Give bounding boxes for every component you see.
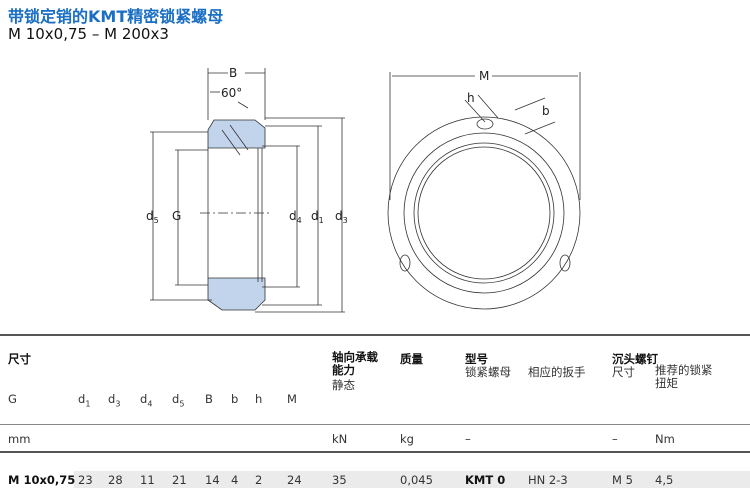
label-G: G	[172, 209, 181, 223]
label-angle: 60°	[221, 86, 242, 100]
cell-b: 4	[231, 473, 239, 487]
cell-nut: KMT 0	[465, 473, 506, 487]
col-B: B	[205, 392, 213, 406]
cell-M: 24	[287, 473, 302, 487]
label-d5: d5	[146, 209, 159, 225]
header-screw-size: 尺寸	[612, 365, 635, 379]
unit-designation: –	[465, 432, 471, 446]
header-designation: 型号	[465, 352, 488, 366]
cell-d1: 23	[78, 473, 93, 487]
section-drawing: B 60° d5 G d4 d1 d3 M h b	[146, 66, 581, 313]
label-M: M	[479, 69, 489, 83]
unit-kN: kN	[332, 432, 348, 446]
cell-load: 35	[332, 473, 347, 487]
cell-mass: 0,045	[400, 473, 433, 487]
header-torque: 推荐的锁紧 扭矩	[655, 363, 713, 390]
page-title: 带锁定销的KMT精密锁紧螺母	[8, 7, 224, 26]
header-wrench: 相应的扳手	[528, 365, 586, 379]
label-d3: d3	[335, 209, 348, 225]
cell-screw: M 5	[612, 473, 633, 487]
col-b: b	[231, 392, 239, 406]
header-nut: 锁紧螺母	[465, 365, 511, 379]
col-h: h	[255, 392, 263, 406]
label-d4: d4	[289, 209, 302, 225]
header-load-static: 静态	[332, 378, 355, 392]
label-d1: d1	[311, 209, 324, 225]
header-screw: 沉头螺钉	[612, 352, 658, 366]
cell-h: 2	[255, 473, 263, 487]
unit-kg: kg	[400, 432, 414, 446]
cell-wrench: HN 2-3	[528, 473, 568, 487]
unit-screw: –	[612, 432, 618, 446]
unit-mm: mm	[8, 432, 31, 446]
cell-d5: 21	[172, 473, 187, 487]
table-row-bg	[74, 471, 750, 488]
col-d1: d1	[78, 392, 91, 409]
cell-d3: 28	[108, 473, 123, 487]
col-d5: d5	[172, 392, 185, 409]
header-dimensions: 尺寸	[8, 352, 31, 366]
page-subtitle: M 10x0,75 – M 200x3	[8, 25, 169, 43]
cell-B: 14	[205, 473, 220, 487]
header-load: 轴向承载 能力	[332, 350, 378, 377]
col-G: G	[8, 392, 17, 406]
col-M: M	[287, 392, 297, 406]
cell-d4: 11	[140, 473, 155, 487]
unit-torque: Nm	[655, 432, 675, 446]
header-mass: 质量	[400, 352, 423, 366]
label-h: h	[467, 91, 475, 105]
label-B: B	[229, 66, 237, 80]
cell-torque: 4,5	[655, 473, 674, 487]
col-d4: d4	[140, 392, 153, 409]
cell-G: M 10x0,75	[8, 473, 76, 487]
label-b: b	[542, 104, 550, 118]
col-d3: d3	[108, 392, 121, 409]
